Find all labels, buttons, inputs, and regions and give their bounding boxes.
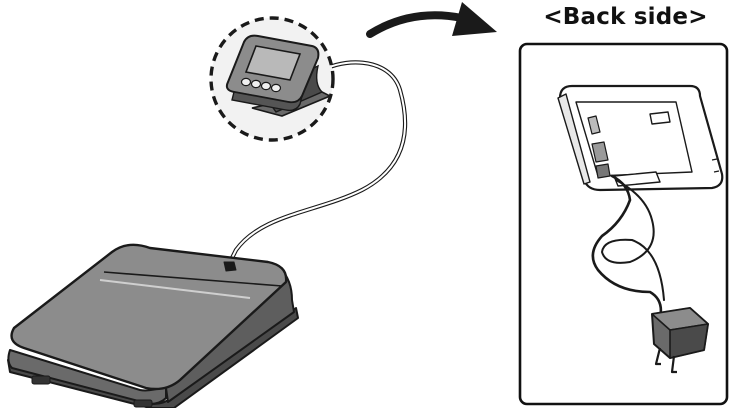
connecting-cable [227, 60, 408, 265]
back-side-title: <Back side> [543, 4, 708, 30]
back-panel-display-icon [557, 84, 724, 192]
ac-adapter-icon [651, 307, 709, 374]
scale-platform-icon [7, 243, 299, 409]
back-side-panel [518, 42, 729, 406]
display-buttons [240, 77, 282, 93]
direction-arrow-icon [366, 2, 497, 38]
adapter-cable [591, 174, 665, 320]
display-unit-icon [209, 16, 335, 142]
